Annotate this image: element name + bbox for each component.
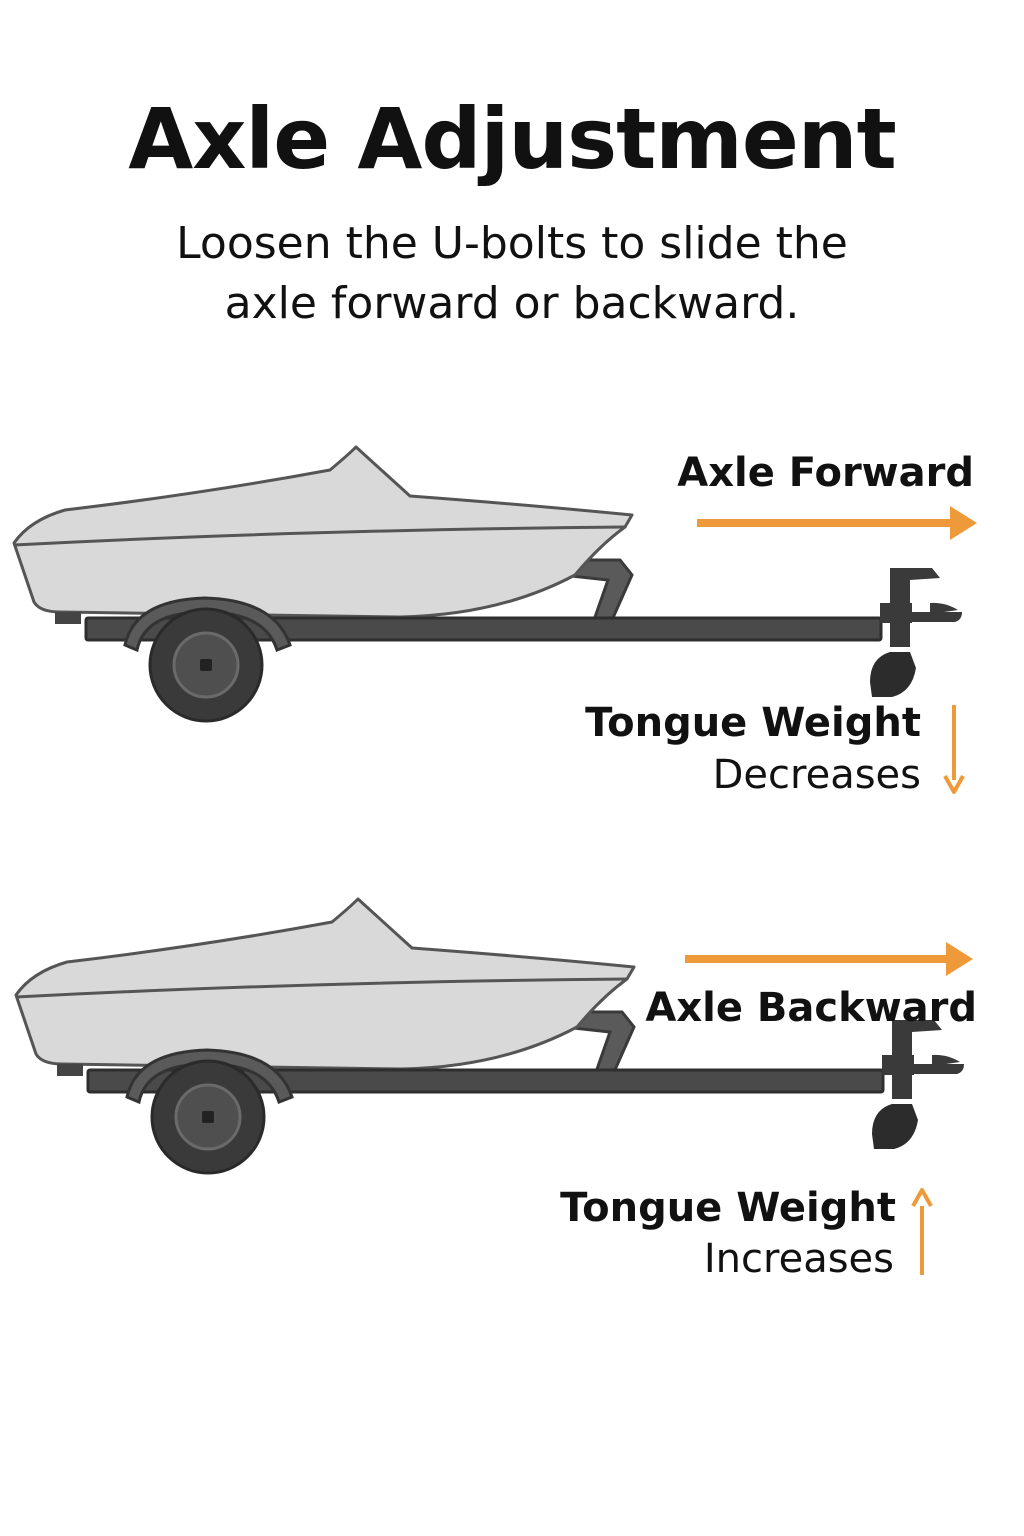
page-subtitle: Loosen the U-bolts to slide the axle for… (0, 214, 1024, 334)
decreases-label: Decreases (712, 752, 921, 798)
tongue-weight-label-1: Tongue Weight (585, 700, 921, 746)
subtitle-line-2: axle forward or backward. (224, 278, 800, 329)
down-arrow-icon (943, 705, 965, 794)
up-arrow-icon (911, 1188, 933, 1275)
axle-forward-label: Axle Forward (677, 450, 974, 496)
page-title: Axle Adjustment (128, 90, 897, 188)
trailer-boat-backward (14, 897, 966, 1175)
increases-label: Increases (703, 1236, 894, 1282)
axle-backward-label: Axle Backward (645, 985, 977, 1031)
backward-direction-arrow (685, 942, 973, 976)
tongue-weight-label-2: Tongue Weight (560, 1185, 896, 1231)
forward-direction-arrow (697, 506, 977, 540)
subtitle-line-1: Loosen the U-bolts to slide the (176, 218, 848, 269)
